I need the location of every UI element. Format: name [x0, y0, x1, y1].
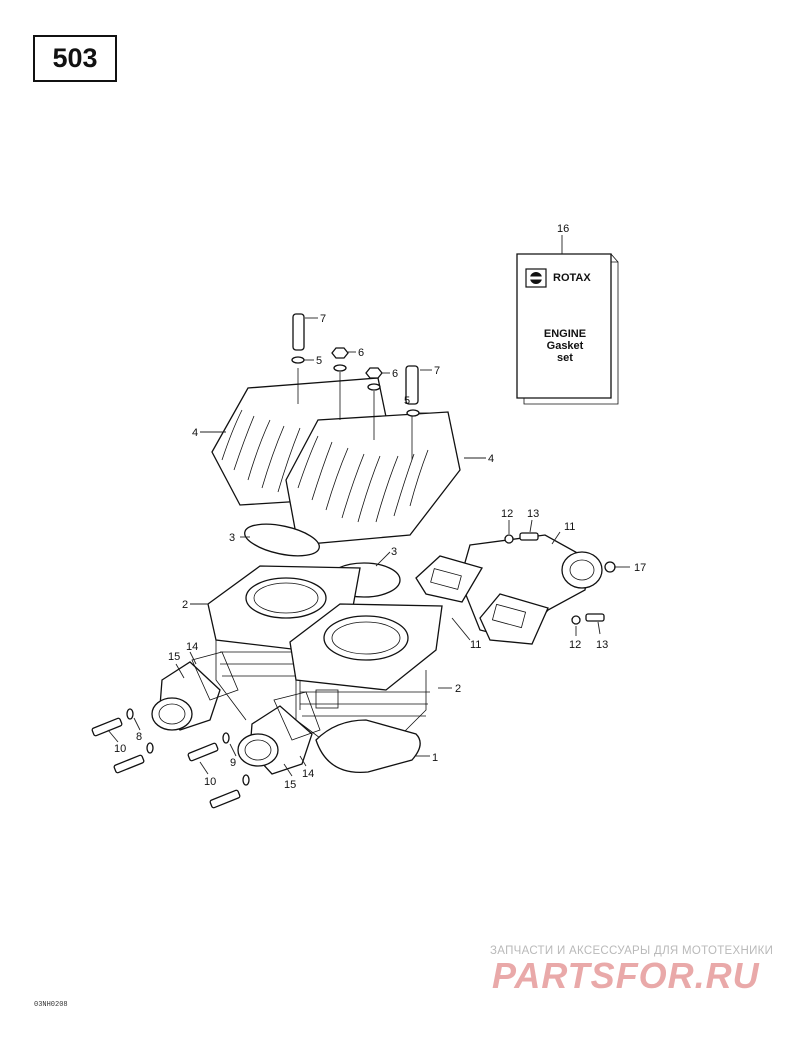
- callout-14b: 9: [230, 757, 236, 769]
- exhaust-gaskets: [415, 555, 549, 645]
- callout-8: 11: [470, 639, 481, 651]
- figure-code: 03NH0208: [34, 1001, 68, 1009]
- callout-4a: 4: [192, 427, 198, 439]
- callout-5a: 5: [316, 355, 322, 367]
- callout-2b: 2: [455, 683, 461, 695]
- intake-socket-left: [151, 661, 221, 731]
- callout-13b: 15: [284, 779, 296, 791]
- exhaust-bolts: [504, 532, 605, 625]
- intake-gaskets: [191, 651, 321, 741]
- page-number-box: 503: [33, 35, 117, 82]
- kit-line-engine: ENGINE: [543, 328, 587, 340]
- callout-10a: 12: [501, 508, 513, 520]
- callout-4b: 4: [488, 453, 494, 465]
- cylinder-right: [289, 603, 443, 751]
- rotax-logo-icon: [525, 268, 547, 288]
- callout-12a: 14: [186, 641, 198, 653]
- callout-labels: 16 7 5 6 6 7 5 4 4 3 3 12 13 11 17 2 11 …: [114, 223, 646, 791]
- callout-9: 11: [564, 521, 575, 533]
- callout-7a: 7: [320, 313, 326, 325]
- base-gasket: [315, 719, 421, 774]
- intake-screws: [91, 708, 250, 809]
- callout-6a: 6: [358, 347, 364, 359]
- callout-11b: 13: [596, 639, 608, 651]
- callout-5b: 5: [404, 395, 410, 407]
- callout-3a: 3: [229, 532, 235, 544]
- callout-11a: 13: [527, 508, 539, 520]
- watermark-subtitle: ЗАПЧАСТИ И АКСЕССУАРЫ ДЛЯ МОТОТЕХНИКИ: [490, 945, 774, 957]
- callout-16: 16: [557, 223, 569, 235]
- gasket-kit-box: [516, 253, 619, 405]
- watermark-logo: PARTSFOR.RU: [492, 955, 760, 996]
- callout-6b: 6: [392, 368, 398, 380]
- cylinder-head-right: [285, 411, 461, 546]
- callout-3b: 3: [391, 546, 397, 558]
- callout-17: 17: [634, 562, 646, 574]
- callout-13a: 15: [168, 651, 180, 663]
- kit-line-gasket: Gasket: [546, 340, 584, 352]
- callout-1: 1: [432, 752, 438, 764]
- callout-12b: 14: [302, 768, 314, 780]
- callout-10b: 12: [569, 639, 581, 651]
- callout-7b: 7: [434, 365, 440, 377]
- intake-socket-right: [237, 705, 313, 775]
- callout-15b: 10: [204, 776, 216, 788]
- studs: [292, 313, 419, 460]
- kit-brand-label: ROTAX: [553, 272, 591, 284]
- page-number: 503: [52, 43, 98, 73]
- gasket-kit-label: ENGINE Gasket set: [525, 328, 605, 364]
- callout-14a: 8: [136, 731, 142, 743]
- kit-line-set: set: [557, 352, 573, 364]
- callout-15a: 10: [114, 743, 126, 755]
- leader-lines: [107, 235, 630, 777]
- callout-2a: 2: [182, 599, 188, 611]
